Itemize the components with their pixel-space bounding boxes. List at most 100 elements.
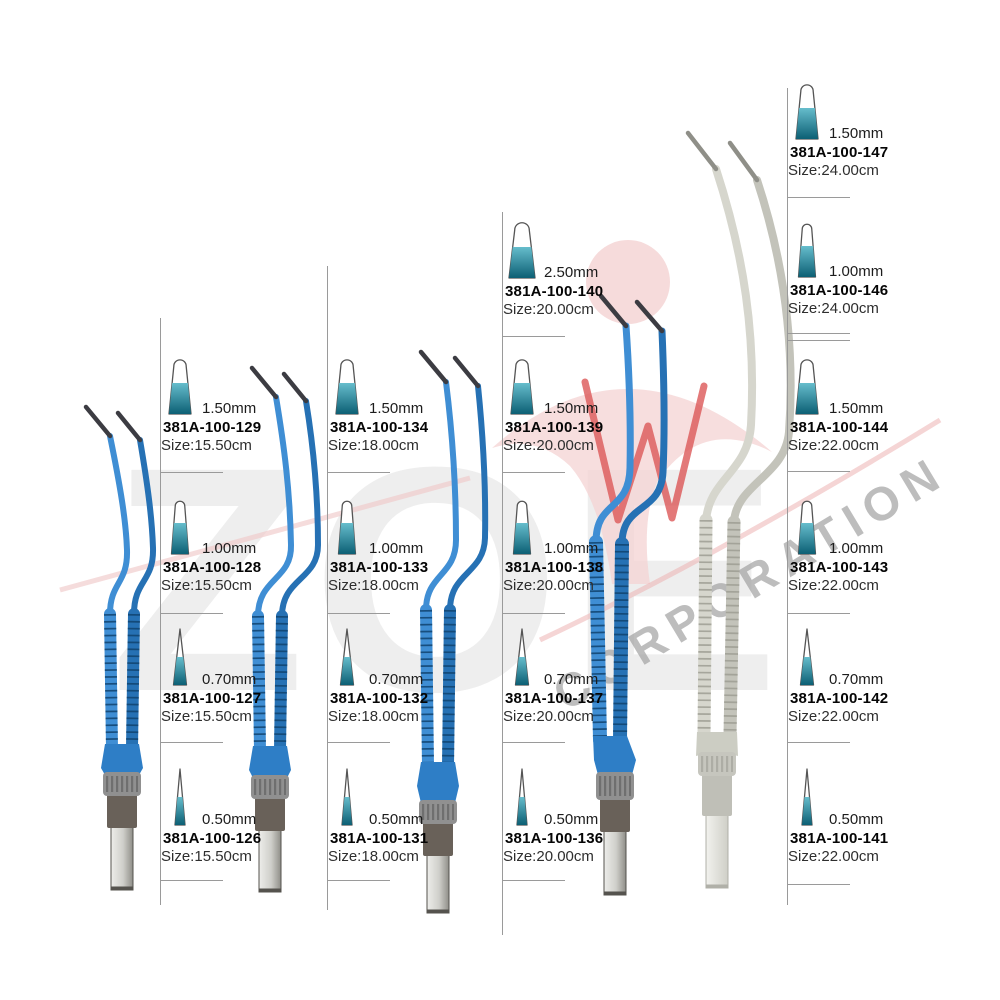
product-length: Size:22.00cm	[788, 848, 879, 865]
product-length: Size:24.00cm	[788, 300, 879, 317]
tip-size-icon	[514, 628, 530, 686]
tip-size-label: 1.50mm	[829, 125, 884, 142]
tip-size-icon	[337, 500, 357, 555]
row-separator-line	[327, 742, 390, 743]
row-separator-line	[787, 471, 850, 472]
product-code: 381A-100-127	[163, 690, 262, 707]
tip-size-icon	[174, 768, 186, 826]
product-code: 381A-100-141	[790, 830, 889, 847]
product-code: 381A-100-139	[505, 419, 604, 436]
row-separator-line	[327, 613, 390, 614]
tip-size-icon	[797, 500, 817, 555]
row-separator-line	[502, 742, 565, 743]
product-length: Size:18.00cm	[328, 848, 419, 865]
product-code: 381A-100-147	[790, 144, 889, 161]
tip-size-label: 2.50mm	[544, 264, 599, 281]
product-length: Size:18.00cm	[328, 577, 419, 594]
row-separator-line	[160, 613, 223, 614]
column-divider-line	[327, 266, 328, 910]
tip-size-label: 0.70mm	[544, 671, 599, 688]
tip-size-label: 1.00mm	[369, 540, 424, 557]
tip-size-label: 1.50mm	[369, 400, 424, 417]
row-separator-line	[787, 333, 850, 334]
product-length: Size:15.50cm	[161, 577, 252, 594]
column-divider-line	[502, 212, 503, 935]
row-separator-line	[160, 742, 223, 743]
tip-size-label: 1.00mm	[829, 540, 884, 557]
row-separator-line	[787, 884, 850, 885]
product-code: 381A-100-126	[163, 830, 262, 847]
product-length: Size:22.00cm	[788, 708, 879, 725]
tip-size-icon	[801, 768, 813, 826]
forceps-image-1	[685, 130, 795, 889]
tip-size-icon	[170, 500, 190, 555]
product-code: 381A-100-132	[330, 690, 429, 707]
forceps-image-2	[589, 293, 668, 896]
tip-size-icon	[341, 768, 353, 826]
row-separator-line	[502, 336, 565, 337]
product-length: Size:20.00cm	[503, 437, 594, 454]
row-separator-line	[787, 340, 850, 341]
tip-size-icon	[795, 359, 819, 415]
forceps-image-4	[249, 365, 322, 893]
row-separator-line	[787, 742, 850, 743]
product-code: 381A-100-140	[505, 283, 604, 300]
product-length: Size:15.50cm	[161, 708, 252, 725]
column-divider-line	[787, 88, 788, 905]
product-code: 381A-100-144	[790, 419, 889, 436]
product-length: Size:20.00cm	[503, 708, 594, 725]
forceps-image-5	[83, 404, 157, 891]
tip-size-label: 0.50mm	[369, 811, 424, 828]
row-separator-line	[160, 472, 223, 473]
row-separator-line	[327, 880, 390, 881]
product-length: Size:18.00cm	[328, 708, 419, 725]
tip-size-icon	[512, 500, 532, 555]
row-separator-line	[787, 197, 850, 198]
row-separator-line	[327, 472, 390, 473]
product-code: 381A-100-128	[163, 559, 262, 576]
tip-size-icon	[335, 359, 359, 415]
tip-size-label: 1.00mm	[202, 540, 257, 557]
product-code: 381A-100-129	[163, 419, 262, 436]
watermark-red-zigzag	[581, 378, 708, 524]
product-code: 381A-100-131	[330, 830, 429, 847]
column-divider-line	[160, 318, 161, 905]
product-length: Size:15.50cm	[161, 848, 252, 865]
tip-size-label: 0.50mm	[544, 811, 599, 828]
forceps-image-3	[417, 349, 489, 914]
product-code: 381A-100-146	[790, 282, 889, 299]
product-length: Size:24.00cm	[788, 162, 879, 179]
tip-size-icon	[510, 359, 534, 415]
product-code: 381A-100-134	[330, 419, 429, 436]
tip-size-label: 0.70mm	[829, 671, 884, 688]
tip-size-label: 1.50mm	[544, 400, 599, 417]
tip-size-icon	[339, 628, 355, 686]
product-code: 381A-100-138	[505, 559, 604, 576]
row-separator-line	[160, 880, 223, 881]
product-length: Size:15.50cm	[161, 437, 252, 454]
product-length: Size:20.00cm	[503, 301, 594, 318]
product-length: Size:20.00cm	[503, 848, 594, 865]
product-code: 381A-100-137	[505, 690, 604, 707]
tip-size-label: 1.50mm	[202, 400, 257, 417]
product-code: 381A-100-143	[790, 559, 889, 576]
tip-size-label: 0.50mm	[202, 811, 257, 828]
